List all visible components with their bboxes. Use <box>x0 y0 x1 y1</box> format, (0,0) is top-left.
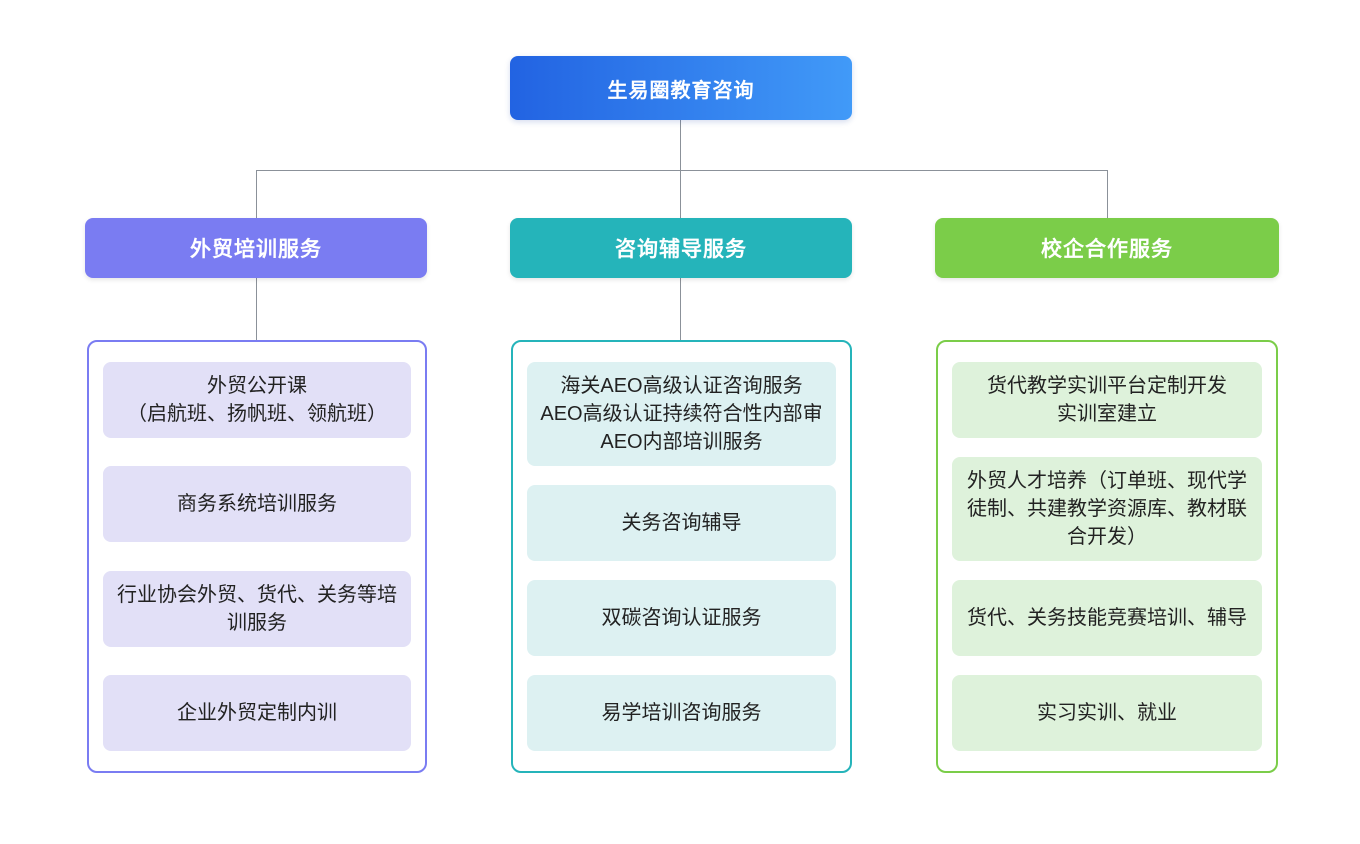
service-item: 货代教学实训平台定制开发 实训室建立 <box>952 362 1262 438</box>
service-item: 关务咨询辅导 <box>527 485 836 561</box>
branch-header-label: 校企合作服务 <box>1041 238 1173 261</box>
branch-list-school-enterprise: 货代教学实训平台定制开发 实训室建立 外贸人才培养（订单班、现代学徒制、共建教学… <box>936 340 1278 773</box>
service-item: 货代、关务技能竞赛培训、辅导 <box>952 580 1262 656</box>
connector-rail-to-branch1 <box>256 170 257 218</box>
connector-branch1-to-list <box>256 278 257 340</box>
service-item: 商务系统培训服务 <box>103 466 411 543</box>
connector-rail-to-branch3 <box>1107 170 1108 218</box>
service-item: 海关AEO高级认证咨询服务 AEO高级认证持续符合性内部审 AEO内部培训服务 <box>527 362 836 466</box>
service-item: 行业协会外贸、货代、关务等培训服务 <box>103 570 411 647</box>
connector-branch2-to-list <box>680 278 681 340</box>
branch-list-consulting-coaching: 海关AEO高级认证咨询服务 AEO高级认证持续符合性内部审 AEO内部培训服务 … <box>511 340 852 773</box>
branch-header-label: 外贸培训服务 <box>190 238 322 261</box>
branch-header-consulting-coaching: 咨询辅导服务 <box>510 218 852 278</box>
branch-header-label: 咨询辅导服务 <box>615 238 747 261</box>
branch-list-trade-training: 外贸公开课 （启航班、扬帆班、领航班） 商务系统培训服务 行业协会外贸、货代、关… <box>87 340 427 773</box>
branch-header-school-enterprise: 校企合作服务 <box>935 218 1279 278</box>
service-item: 实习实训、就业 <box>952 675 1262 751</box>
service-item: 外贸公开课 （启航班、扬帆班、领航班） <box>103 362 411 438</box>
root-node-label: 生易圈教育咨询 <box>607 79 755 102</box>
service-item: 易学培训咨询服务 <box>527 675 836 751</box>
service-item: 外贸人才培养（订单班、现代学徒制、共建教学资源库、教材联合开发） <box>952 457 1262 561</box>
service-item: 双碳咨询认证服务 <box>527 580 836 656</box>
connector-horizontal-rail <box>256 170 1107 171</box>
connector-root-to-branch2 <box>680 120 681 218</box>
service-item: 企业外贸定制内训 <box>103 674 411 751</box>
root-node: 生易圈教育咨询 <box>510 56 852 120</box>
branch-header-trade-training: 外贸培训服务 <box>85 218 427 278</box>
